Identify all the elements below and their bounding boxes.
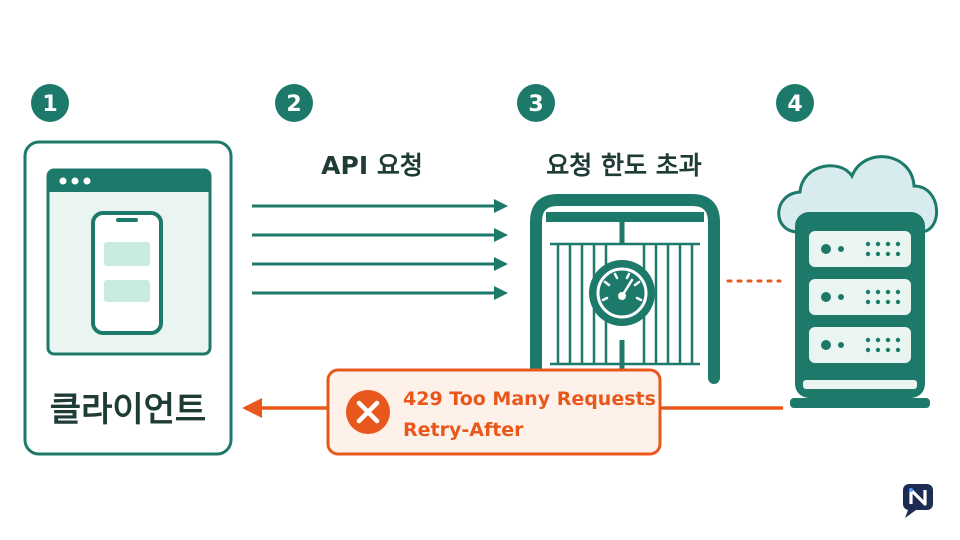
step-badge-4: 4 <box>776 84 814 122</box>
step-badge-2: 2 <box>275 84 313 122</box>
step-label-api-request: API 요청 <box>321 151 423 180</box>
svg-text:2: 2 <box>286 92 301 117</box>
client-card <box>23 140 233 456</box>
speedometer-icon <box>589 260 655 326</box>
server-with-cloud <box>777 155 938 408</box>
error-retry-header-text: Retry-After <box>403 419 524 441</box>
svg-text:3: 3 <box>528 92 543 117</box>
server-rack-icon <box>790 212 930 408</box>
n-logo-icon <box>903 484 933 518</box>
error-status-text: 429 Too Many Requests <box>403 388 656 410</box>
step-badge-3: 3 <box>517 84 555 122</box>
request-arrows <box>252 199 508 300</box>
svg-text:4: 4 <box>787 92 802 117</box>
svg-text:1: 1 <box>42 92 57 117</box>
close-circle-icon <box>346 390 390 434</box>
step-label-rate-limit-exceeded: 요청 한도 초과 <box>546 151 702 180</box>
phone-in-browser-icon <box>46 168 212 356</box>
error-return-arrow <box>242 398 783 418</box>
client-label: 클라이언트 <box>49 390 207 430</box>
rate-limit-gate-icon <box>530 194 720 384</box>
step-badge-1: 1 <box>31 84 69 122</box>
error-box <box>326 368 662 456</box>
